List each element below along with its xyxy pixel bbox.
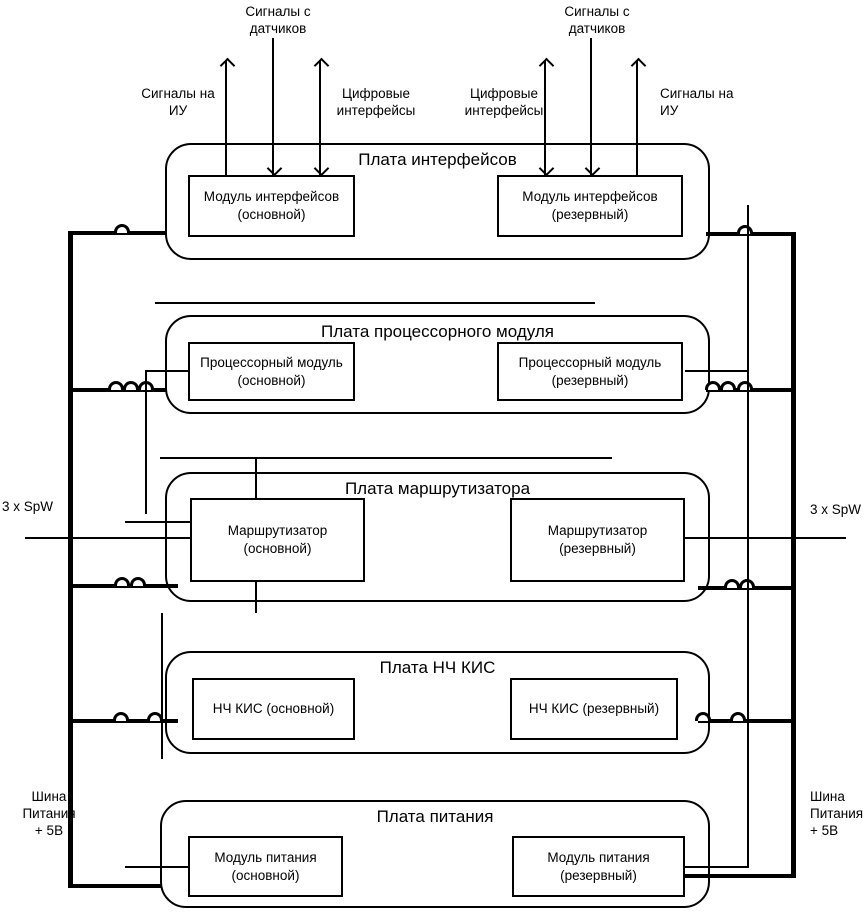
- bus-branch: [70, 884, 162, 888]
- module-box: НЧ КИС (основной): [192, 678, 355, 740]
- label-spw-left: 3 x SpW: [2, 499, 54, 514]
- label-line: + 5В: [810, 822, 839, 838]
- module-box: Процессорный модуль (резервный): [497, 342, 683, 401]
- label-signals-iu-right: Сигналы на ИУ: [660, 86, 734, 118]
- label-line: Питания: [810, 805, 864, 821]
- wire: [145, 370, 147, 514]
- crossover-bump: [720, 381, 736, 390]
- arrow-line-signals-iu-right: [636, 60, 638, 176]
- wire: [145, 370, 190, 372]
- label-sensors-right: Сигналы с датчиков: [564, 4, 630, 36]
- module-box: Модуль питания (основной): [188, 836, 343, 897]
- bus-branch: [70, 388, 167, 392]
- label-digital-right: Цифровые интерфейсы: [464, 86, 544, 118]
- bus-branch: [698, 719, 792, 723]
- crossover-bump: [114, 224, 130, 233]
- crossover-bump: [724, 579, 740, 588]
- bus-branch: [70, 231, 167, 235]
- wire: [685, 370, 749, 372]
- arrow-line-sensors-left: [272, 38, 274, 176]
- module-box: Маршрутизатор (основной): [190, 498, 365, 582]
- crossover-bump: [737, 225, 753, 234]
- crossover-bump: [130, 577, 146, 586]
- module-box: Модуль интерфейсов (основной): [188, 175, 355, 237]
- wire-processor-router-link: [160, 457, 612, 459]
- wire-spw-left: [25, 537, 192, 539]
- crossover-bump: [123, 381, 139, 390]
- crossover-bump: [730, 712, 746, 721]
- label-line: Шина: [810, 789, 845, 804]
- label-sensors-left: Сигналы с датчиков: [245, 4, 311, 36]
- arrowhead-up-icon: [630, 57, 647, 74]
- label-digital-left: Цифровые интерфейсы: [336, 86, 416, 118]
- arrow-line-digital-right: [544, 60, 546, 176]
- label-signals-iu-left: Сигналы на ИУ: [141, 86, 215, 118]
- crossover-bump: [705, 381, 721, 390]
- wire: [685, 866, 749, 868]
- module-box: Модуль интерфейсов (резервный): [497, 175, 683, 237]
- board-title: Плата процессорного модуля: [321, 322, 554, 341]
- board-title: Плата интерфейсов: [358, 150, 517, 169]
- power-bus-left: [68, 231, 73, 888]
- wire: [125, 521, 192, 523]
- crossover-bump: [108, 381, 124, 390]
- arrowhead-up-icon: [219, 57, 236, 74]
- arrow-line-digital-left: [319, 60, 321, 176]
- bus-branch: [706, 388, 792, 392]
- bus-branch: [706, 232, 792, 236]
- bus-branch: [698, 586, 792, 590]
- label-line: Питания: [22, 805, 76, 821]
- board-title: Плата питания: [376, 807, 494, 826]
- module-box: Процессорный модуль (основной): [188, 342, 355, 401]
- board-title: Плата маршрутизатора: [344, 479, 531, 498]
- power-bus-right: [791, 232, 796, 878]
- wire-spw-right: [683, 537, 846, 539]
- label-power-bus-left: Шина Питания + 5В: [16, 789, 82, 840]
- crossover-bump: [695, 712, 711, 721]
- label-line: Шина: [31, 789, 67, 804]
- board-title: Плата НЧ КИС: [379, 658, 496, 677]
- wire: [125, 866, 190, 868]
- arrow-line-sensors-right: [590, 38, 592, 176]
- label-spw-right: 3 x SpW: [810, 502, 862, 517]
- crossover-bump: [737, 381, 753, 390]
- label-power-bus-right: Шина Питания + 5В: [810, 789, 865, 840]
- crossover-bump: [114, 577, 130, 586]
- crossover-bump: [113, 712, 129, 721]
- arrow-line-signals-iu-left: [225, 60, 227, 176]
- wire-interface-processor-link: [155, 302, 595, 304]
- bus-branch: [70, 584, 178, 588]
- module-box: Маршрутизатор (резервный): [510, 498, 685, 582]
- bus-branch: [70, 719, 178, 723]
- label-line: + 5В: [34, 822, 64, 838]
- module-box: Модуль питания (резервный): [512, 836, 685, 897]
- wire-right-trunk: [747, 205, 749, 867]
- wire: [161, 613, 163, 759]
- module-box: НЧ КИС (резервный): [510, 678, 678, 740]
- arrowhead-up-icon: [313, 57, 330, 74]
- arrowhead-up-icon: [538, 57, 555, 74]
- bus-branch: [685, 874, 792, 878]
